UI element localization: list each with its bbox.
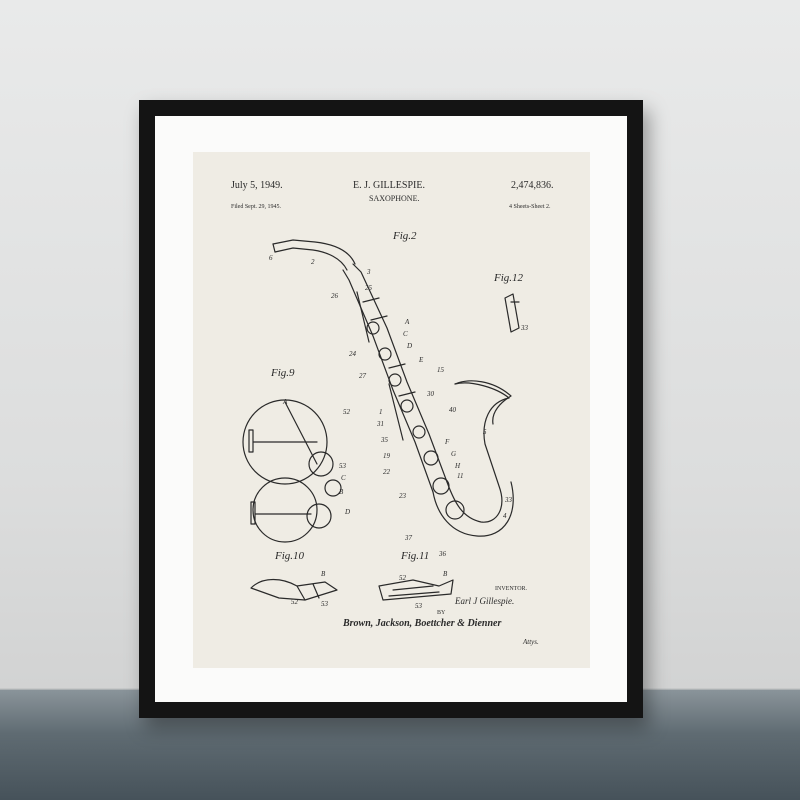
patent-number: 2,474,836. xyxy=(511,180,554,191)
inventor-label: INVENTOR. xyxy=(495,586,528,592)
svg-text:30: 30 xyxy=(426,390,435,398)
fig9-upper-circle xyxy=(242,399,328,485)
patent-filed: Filed Sept. 29, 1945. xyxy=(231,204,282,210)
fig2-label: Fig.2 xyxy=(393,230,417,242)
by-label: BY xyxy=(437,610,446,616)
svg-text:36: 36 xyxy=(438,550,447,558)
svg-text:E: E xyxy=(418,356,424,364)
svg-text:4: 4 xyxy=(503,512,507,520)
attys-label: Attys. xyxy=(523,638,539,646)
svg-text:52: 52 xyxy=(343,408,351,416)
svg-text:H: H xyxy=(454,462,461,470)
svg-text:2: 2 xyxy=(311,258,315,266)
svg-text:C: C xyxy=(403,330,408,338)
patent-date: July 5, 1949. xyxy=(231,180,283,191)
svg-text:5: 5 xyxy=(483,428,487,436)
fig12-label: Fig.12 xyxy=(494,272,524,284)
svg-text:6: 6 xyxy=(269,254,273,262)
svg-text:52: 52 xyxy=(291,598,299,606)
svg-text:23: 23 xyxy=(399,492,407,500)
patent-sheets: 4 Sheets-Sheet 2. xyxy=(509,204,551,210)
patent-print: July 5, 1949. E. J. GILLESPIE. SAXOPHONE… xyxy=(193,152,590,668)
svg-text:37: 37 xyxy=(404,534,413,542)
svg-text:B: B xyxy=(443,570,448,578)
svg-text:D: D xyxy=(406,342,412,350)
svg-text:19: 19 xyxy=(383,452,391,460)
svg-text:40: 40 xyxy=(449,406,457,414)
fig12-part xyxy=(504,293,520,333)
svg-text:B: B xyxy=(339,488,344,496)
fig9-lower-circle xyxy=(252,477,318,543)
sax-body-tube xyxy=(352,263,448,483)
svg-text:22: 22 xyxy=(383,468,391,476)
svg-text:B: B xyxy=(321,570,326,578)
sax-bell xyxy=(446,382,510,523)
svg-text:26: 26 xyxy=(331,292,339,300)
fig10-lever xyxy=(250,578,338,601)
svg-text:3: 3 xyxy=(366,268,371,276)
fig10-label: Fig.10 xyxy=(275,550,305,562)
svg-text:1: 1 xyxy=(379,408,383,416)
svg-text:27: 27 xyxy=(359,372,367,380)
fig11-label: Fig.11 xyxy=(401,550,430,562)
svg-text:31: 31 xyxy=(376,420,384,428)
svg-text:33: 33 xyxy=(520,324,529,332)
svg-text:35: 35 xyxy=(380,436,389,444)
svg-text:D: D xyxy=(344,508,350,516)
svg-text:G: G xyxy=(451,450,456,458)
fig11-lever xyxy=(378,579,454,601)
sax-neck xyxy=(272,239,356,265)
attorneys-signature: Brown, Jackson, Boettcher & Dienner xyxy=(343,618,502,629)
svg-text:15: 15 xyxy=(437,366,445,374)
svg-text:F: F xyxy=(444,438,450,446)
svg-text:11: 11 xyxy=(457,472,463,480)
svg-text:A: A xyxy=(404,318,410,326)
key xyxy=(366,321,380,335)
svg-text:A: A xyxy=(282,398,288,406)
patent-title: SAXOPHONE. xyxy=(369,194,420,203)
svg-text:24: 24 xyxy=(349,350,357,358)
svg-text:25: 25 xyxy=(365,284,373,292)
svg-text:53: 53 xyxy=(415,602,423,610)
fig9-label: Fig.9 xyxy=(271,367,295,379)
svg-text:53: 53 xyxy=(339,462,347,470)
svg-text:52: 52 xyxy=(399,574,407,582)
inventor-signature: Earl J Gillespie. xyxy=(455,596,515,606)
svg-text:C: C xyxy=(341,474,346,482)
svg-text:33: 33 xyxy=(504,496,513,504)
svg-text:53: 53 xyxy=(321,600,329,608)
patent-inventor-name: E. J. GILLESPIE. xyxy=(353,180,425,191)
